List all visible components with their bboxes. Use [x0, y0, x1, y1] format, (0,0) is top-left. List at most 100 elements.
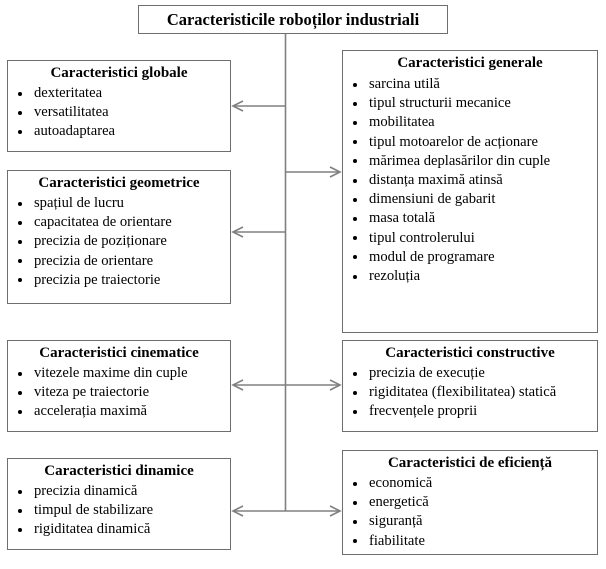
list-item: mobilitatea: [347, 113, 593, 132]
arrowhead-dinamice: [231, 505, 244, 517]
bullet-icon: [353, 274, 357, 279]
node-title-cinematice: Caracteristici cinematice: [39, 345, 199, 361]
list-item: autoadaptarea: [12, 122, 226, 141]
list-item: dexteritatea: [12, 84, 226, 103]
list-item: rigiditatea dinamică: [12, 520, 226, 539]
bullet-icon: [353, 520, 357, 524]
bullet-icon: [353, 390, 357, 395]
arrowhead-constructive: [329, 379, 342, 391]
node-box-eficienta: Caracteristici de eficiență economică en…: [342, 450, 598, 555]
node-box-geometrice: Caracteristici geometrice spațiul de luc…: [7, 170, 231, 304]
bullet-icon: [18, 259, 22, 264]
list-item: rezoluția: [347, 267, 593, 286]
list-item: siguranță: [347, 512, 593, 531]
list-item: dimensiuni de gabarit: [347, 190, 593, 209]
node-title-dinamice: Caracteristici dinamice: [44, 463, 194, 479]
list-item: modul de programare: [347, 248, 593, 267]
node-list-generale: sarcina utilă tipul structurii mecanice …: [347, 75, 593, 286]
node-list-constructive: precizia de execuție rigiditatea (flexib…: [347, 364, 593, 422]
bullet-icon: [18, 410, 22, 414]
list-item: precizia pe traiectorie: [12, 271, 226, 290]
list-item: precizia de execuție: [347, 364, 593, 383]
list-item-label: spațiul de lucru: [34, 195, 124, 211]
root-title-box: Caracteristicile roboților industriali: [138, 5, 448, 34]
list-item-label: precizia dinamică: [34, 483, 138, 499]
bullet-icon: [353, 236, 357, 241]
list-item-label: tipul structurii mecanice: [369, 95, 511, 112]
list-item-label: distanța maximă atinsă: [369, 172, 503, 189]
list-item: precizia de orientare: [12, 252, 226, 271]
node-title-geometrice: Caracteristici geometrice: [38, 175, 200, 191]
list-item-label: tipul motoarelor de acționare: [369, 133, 538, 150]
arrowhead-cinematice: [231, 379, 244, 391]
list-item-label: modul de programare: [369, 248, 495, 265]
bullet-icon: [18, 220, 22, 225]
bullet-icon: [18, 110, 22, 115]
node-list-eficienta: economică energetică siguranță fiabilita…: [347, 474, 593, 551]
list-item-label: energetică: [369, 494, 429, 511]
bullet-icon: [353, 217, 357, 222]
bullet-icon: [353, 121, 357, 125]
list-item: precizia dinamică: [12, 482, 226, 501]
arrowhead-geometrice: [231, 226, 244, 238]
list-item-label: timpul de stabilizare: [34, 502, 154, 519]
node-list-dinamice: precizia dinamică timpul de stabilizare …: [12, 482, 226, 540]
list-item: vitezele maxime din cuple: [12, 364, 226, 383]
list-item-label: precizia pe traiectorie: [34, 271, 161, 288]
bullet-icon: [18, 528, 22, 532]
list-item-label: fiabilitate: [369, 532, 425, 549]
list-item-label: siguranță: [369, 513, 423, 530]
bullet-icon: [18, 240, 22, 244]
node-box-globale: Caracteristici globale dexteritatea vers…: [7, 60, 231, 152]
list-item-label: precizia de orientare: [34, 252, 154, 269]
list-item-label: rezoluția: [369, 268, 421, 285]
bullet-icon: [18, 130, 22, 134]
list-item-label: precizia de poziționare: [34, 233, 167, 250]
list-item: energetică: [347, 493, 593, 512]
bullet-icon: [18, 201, 22, 206]
node-list-geometrice: spațiul de lucru capacitatea de orientar…: [12, 194, 226, 290]
list-item-label: rigiditatea (flexibilitatea) statică: [369, 384, 557, 401]
node-box-dinamice: Caracteristici dinamice precizia dinamic…: [7, 458, 231, 550]
list-item: distanța maximă atinsă: [347, 171, 593, 190]
list-item-label: versatilitatea: [34, 104, 109, 121]
node-list-cinematice: vitezele maxime din cuple viteza pe trai…: [12, 364, 226, 422]
node-box-cinematice: Caracteristici cinematice vitezele maxim…: [7, 340, 231, 432]
bullet-icon: [353, 101, 357, 106]
list-item-label: rigiditatea dinamică: [34, 521, 151, 538]
list-item: spațiul de lucru: [12, 194, 226, 213]
bullet-icon: [353, 410, 357, 414]
list-item: accelerația maximă: [12, 402, 226, 421]
bullet-icon: [18, 371, 22, 376]
bullet-icon: [353, 255, 357, 260]
node-box-generale: Caracteristici generale sarcina utilă ti…: [342, 50, 598, 333]
list-item-label: autoadaptarea: [34, 123, 116, 140]
bullet-icon: [18, 489, 22, 494]
list-item-label: viteza pe traiectorie: [34, 384, 150, 401]
list-item-label: masa totală: [369, 210, 436, 227]
bullet-icon: [353, 178, 357, 183]
list-item: viteza pe traiectorie: [12, 383, 226, 402]
bullet-icon: [353, 159, 357, 164]
list-item: timpul de stabilizare: [12, 501, 226, 520]
node-title-constructive: Caracteristici constructive: [385, 345, 555, 361]
list-item-label: capacitatea de orientare: [34, 214, 172, 231]
list-item: economică: [347, 474, 593, 493]
node-title-generale: Caracteristici generale: [397, 55, 543, 71]
list-item-label: economică: [369, 475, 433, 491]
list-item-label: vitezele maxime din cuple: [34, 365, 188, 381]
list-item: rigiditatea (flexibilitatea) statică: [347, 383, 593, 402]
bullet-icon: [353, 500, 357, 505]
list-item-label: sarcina utilă: [369, 76, 440, 92]
list-item-label: mobilitatea: [369, 114, 435, 131]
arrowhead-globale: [231, 100, 244, 112]
list-item: tipul motoarelor de acționare: [347, 133, 593, 152]
node-title-eficienta: Caracteristici de eficiență: [387, 455, 553, 471]
bullet-icon: [18, 278, 22, 283]
list-item: tipul controlerului: [347, 229, 593, 248]
list-item: versatilitatea: [12, 103, 226, 122]
list-item: tipul structurii mecanice: [347, 94, 593, 113]
bullet-icon: [18, 390, 22, 395]
